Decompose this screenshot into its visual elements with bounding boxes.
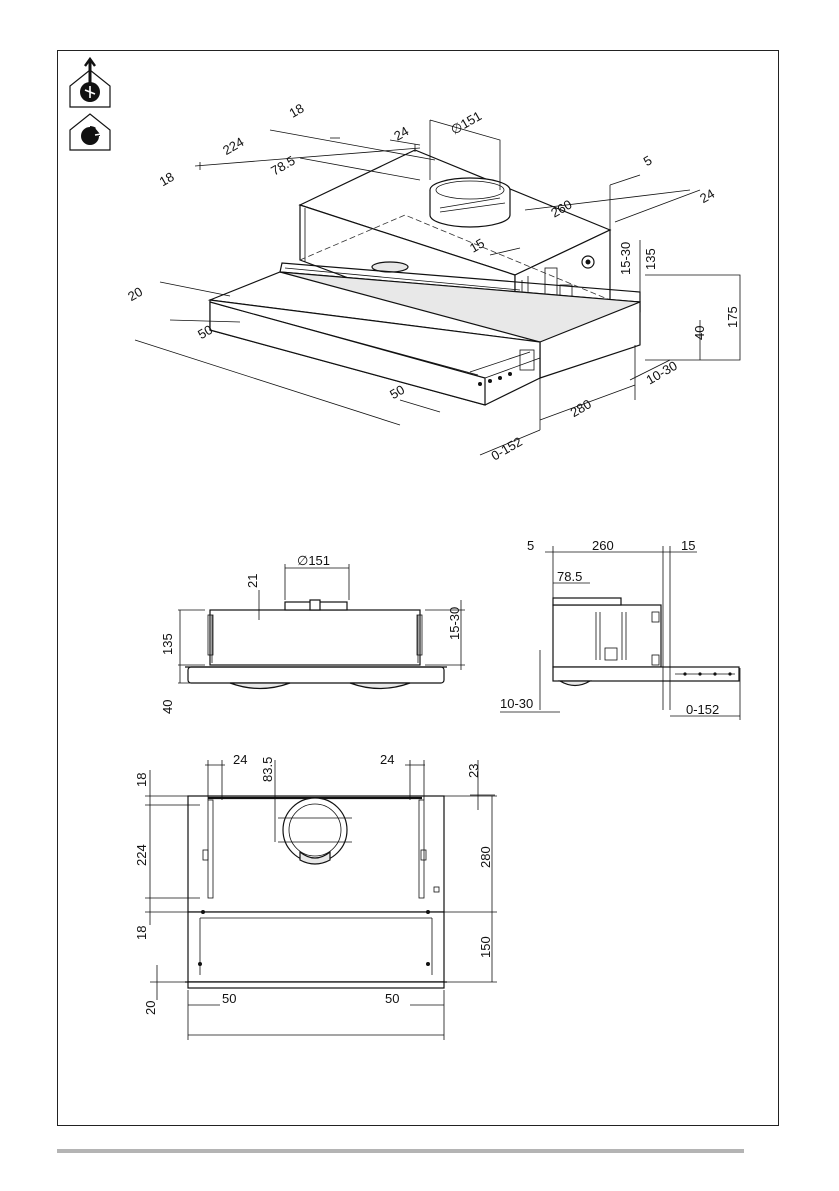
dim-iso-175: 175 — [725, 306, 740, 328]
dim-front-151: ∅151 — [297, 553, 330, 568]
dim-top-50-b: 50 — [385, 991, 399, 1006]
dim-iso-280: 280 — [568, 396, 594, 420]
isometric-view: 18 224 18 24 78.5 ∅151 5 260 24 15 15-30… — [125, 100, 740, 463]
front-view: ∅151 21 135 15-30 40 — [160, 553, 465, 714]
dim-iso-50-b: 50 — [387, 382, 407, 402]
dim-iso-5: 5 — [641, 152, 655, 169]
dim-iso-40: 40 — [692, 326, 707, 340]
ducted-extraction-icon — [70, 59, 110, 107]
recirculation-icon — [70, 114, 110, 150]
top-view: 24 83.5 24 23 18 224 280 18 150 20 50 50 — [134, 752, 497, 1040]
dim-front-40: 40 — [160, 700, 175, 714]
dim-top-83-5: 83.5 — [260, 757, 275, 782]
dim-iso-135: 135 — [643, 248, 658, 270]
dim-iso-15-30: 15-30 — [618, 242, 633, 275]
dim-top-18-b: 18 — [134, 926, 149, 940]
dim-front-135: 135 — [160, 633, 175, 655]
dim-top-23: 23 — [466, 764, 481, 778]
dim-top-50-a: 50 — [222, 991, 236, 1006]
dim-top-18-a: 18 — [134, 773, 149, 787]
dim-side-0-152: 0-152 — [686, 702, 719, 717]
dim-iso-24-b: 24 — [697, 186, 717, 206]
dim-side-15: 15 — [681, 538, 695, 553]
dim-top-224: 224 — [134, 844, 149, 866]
dim-top-20: 20 — [143, 1001, 158, 1015]
dim-iso-10-30: 10-30 — [644, 358, 680, 388]
dim-iso-18-top: 18 — [286, 100, 306, 120]
side-view: 5 260 15 78.5 10-30 0-152 — [500, 538, 740, 720]
dim-top-24-b: 24 — [380, 752, 394, 767]
dim-side-10-30: 10-30 — [500, 696, 533, 711]
dim-top-24-a: 24 — [233, 752, 247, 767]
dim-iso-151: ∅151 — [448, 108, 484, 137]
dim-iso-224: 224 — [220, 134, 246, 158]
dim-front-15-30: 15-30 — [447, 607, 462, 640]
dim-top-150: 150 — [478, 936, 493, 958]
dim-side-78-5: 78.5 — [557, 569, 582, 584]
dim-side-5: 5 — [527, 538, 534, 553]
dim-iso-78-5: 78.5 — [268, 153, 297, 179]
dim-top-280: 280 — [478, 846, 493, 868]
dim-iso-18-left: 18 — [157, 169, 177, 189]
dim-side-260: 260 — [592, 538, 614, 553]
dim-iso-0-152: 0-152 — [489, 434, 525, 464]
dim-front-21: 21 — [245, 574, 260, 588]
dim-iso-20: 20 — [125, 284, 145, 304]
